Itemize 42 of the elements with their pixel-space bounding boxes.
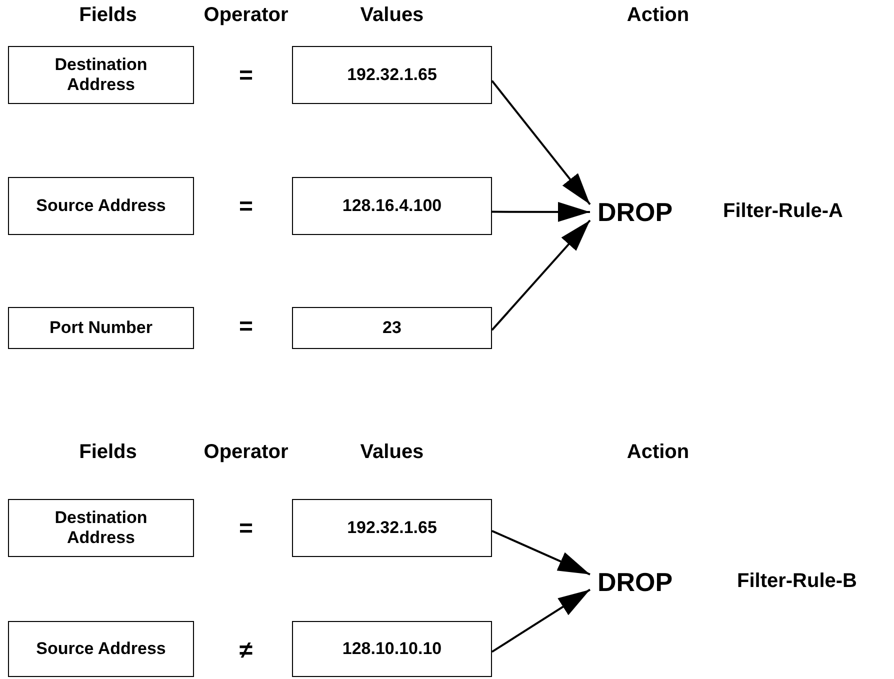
arrow bbox=[491, 220, 591, 331]
box-label: 128.10.10.10 bbox=[342, 639, 442, 659]
rule-name: Filter-Rule-B bbox=[737, 570, 857, 593]
field-box bbox=[292, 46, 492, 104]
operator-sign: = bbox=[239, 193, 253, 221]
action-text: DROP bbox=[590, 563, 680, 601]
column-header: Operator bbox=[204, 4, 288, 27]
column-header: Action bbox=[626, 4, 690, 27]
field-box bbox=[292, 177, 492, 235]
field-box bbox=[292, 621, 492, 677]
arrow bbox=[492, 202, 590, 222]
column-header: Fields bbox=[79, 441, 137, 464]
field-box bbox=[292, 499, 492, 557]
rule-name: Filter-Rule-A bbox=[723, 200, 843, 223]
column-header: Fields bbox=[79, 4, 137, 27]
box-label: 128.16.4.100 bbox=[342, 196, 442, 216]
operator-sign: = bbox=[239, 515, 253, 543]
box-label: Destination Address bbox=[54, 508, 148, 548]
operator-sign: = bbox=[239, 313, 253, 341]
column-header: Values bbox=[360, 441, 424, 464]
field-box bbox=[292, 307, 492, 349]
box-label: 192.32.1.65 bbox=[347, 518, 437, 538]
box-label: Port Number bbox=[50, 318, 152, 338]
box-label: 192.32.1.65 bbox=[347, 65, 437, 85]
box-label: Destination Address bbox=[54, 55, 148, 95]
box-label: 23 bbox=[382, 318, 402, 338]
action-text: DROP bbox=[590, 193, 680, 231]
column-header: Values bbox=[360, 4, 424, 27]
arrow bbox=[491, 80, 591, 206]
column-header: Operator bbox=[204, 441, 288, 464]
arrow bbox=[491, 588, 591, 653]
column-header: Action bbox=[626, 441, 690, 464]
box-label: Source Address bbox=[36, 639, 166, 659]
field-box bbox=[8, 621, 194, 677]
box-label: Source Address bbox=[36, 196, 166, 216]
field-box bbox=[8, 177, 194, 235]
field-box bbox=[8, 307, 194, 349]
field-box bbox=[8, 499, 194, 557]
arrow bbox=[492, 530, 590, 576]
operator-sign: ≠ bbox=[239, 637, 253, 665]
field-box bbox=[8, 46, 194, 104]
operator-sign: = bbox=[239, 62, 253, 90]
